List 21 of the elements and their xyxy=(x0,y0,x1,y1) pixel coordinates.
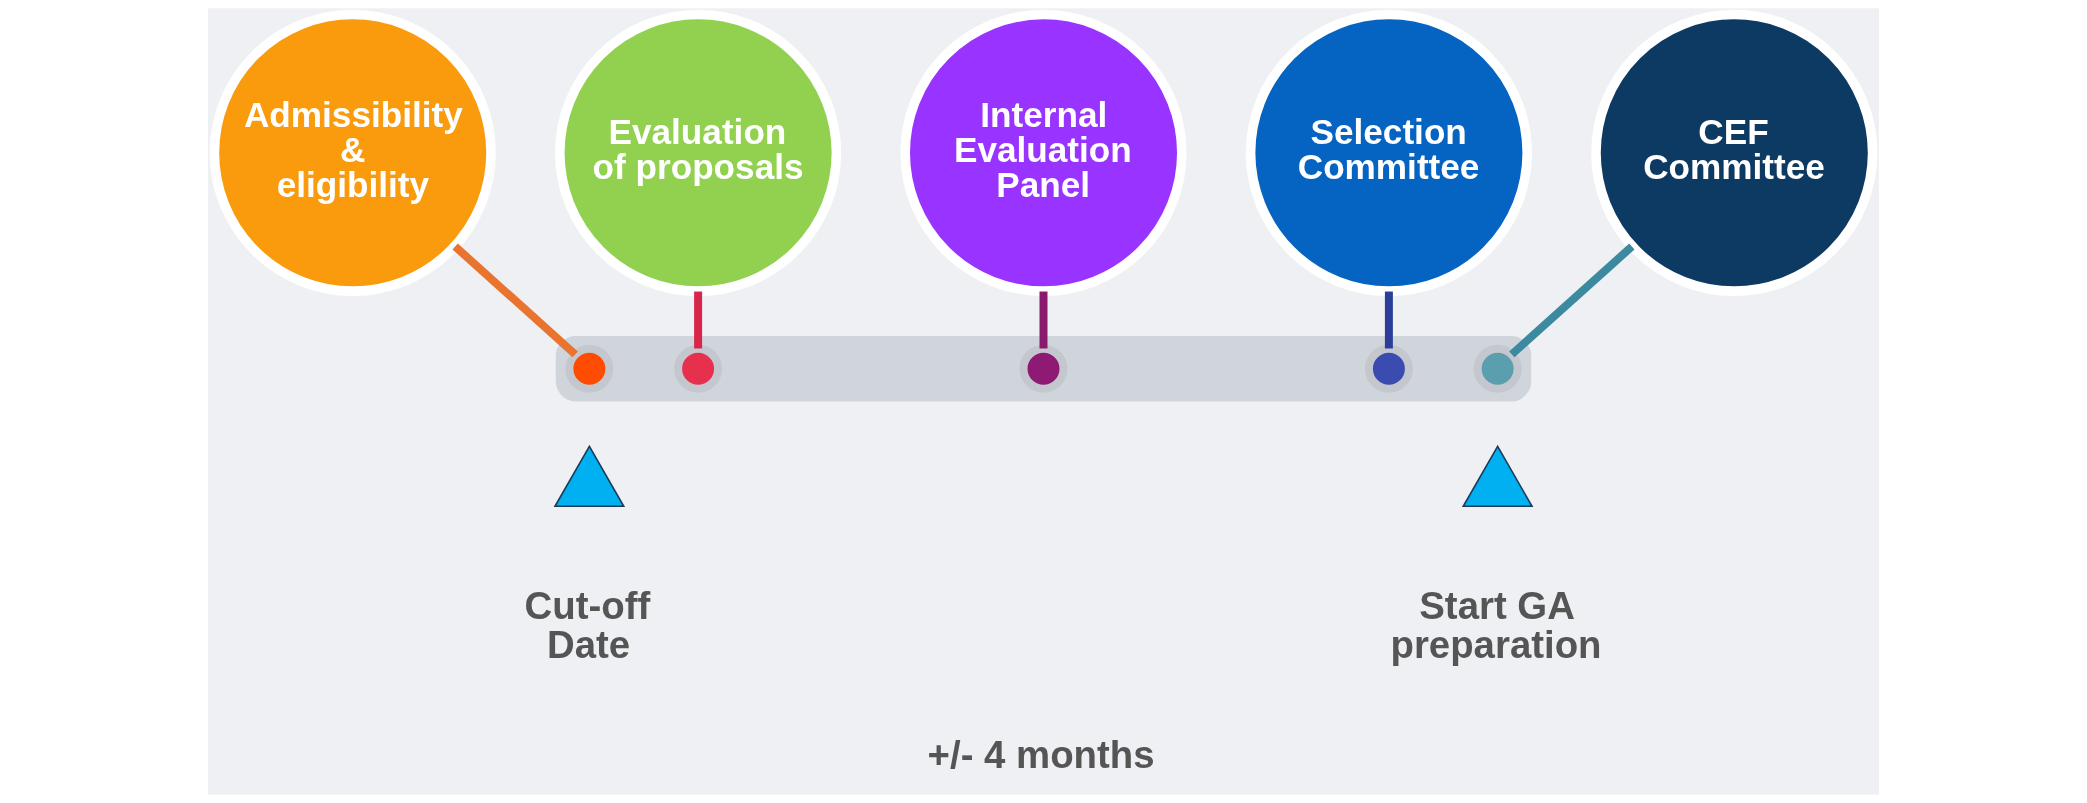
node-circle: Internal Evaluation Panel xyxy=(900,9,1187,296)
node-circle: Evaluation of proposals xyxy=(555,9,842,296)
label: +/- 4 months xyxy=(927,733,1155,776)
connector xyxy=(1384,291,1393,349)
connector xyxy=(694,291,703,349)
connector xyxy=(452,243,578,358)
cluster xyxy=(555,335,1532,402)
node-circle: Admissibility & eligibility xyxy=(209,9,496,296)
node-circle xyxy=(1019,344,1068,393)
connector xyxy=(1509,243,1635,358)
node-circle xyxy=(1364,344,1413,393)
node-circle xyxy=(1473,344,1522,393)
node-circle: Selection Committee xyxy=(1245,9,1532,296)
node-label: Cut-off Date xyxy=(524,584,651,666)
node-circle: CEF Committee xyxy=(1591,9,1878,296)
node-triangle xyxy=(1461,444,1534,508)
node-circle xyxy=(565,344,614,393)
node-triangle xyxy=(553,444,626,508)
node-circle xyxy=(674,344,723,393)
connector xyxy=(1039,291,1048,349)
node-label: Start GA preparation xyxy=(1390,584,1602,666)
